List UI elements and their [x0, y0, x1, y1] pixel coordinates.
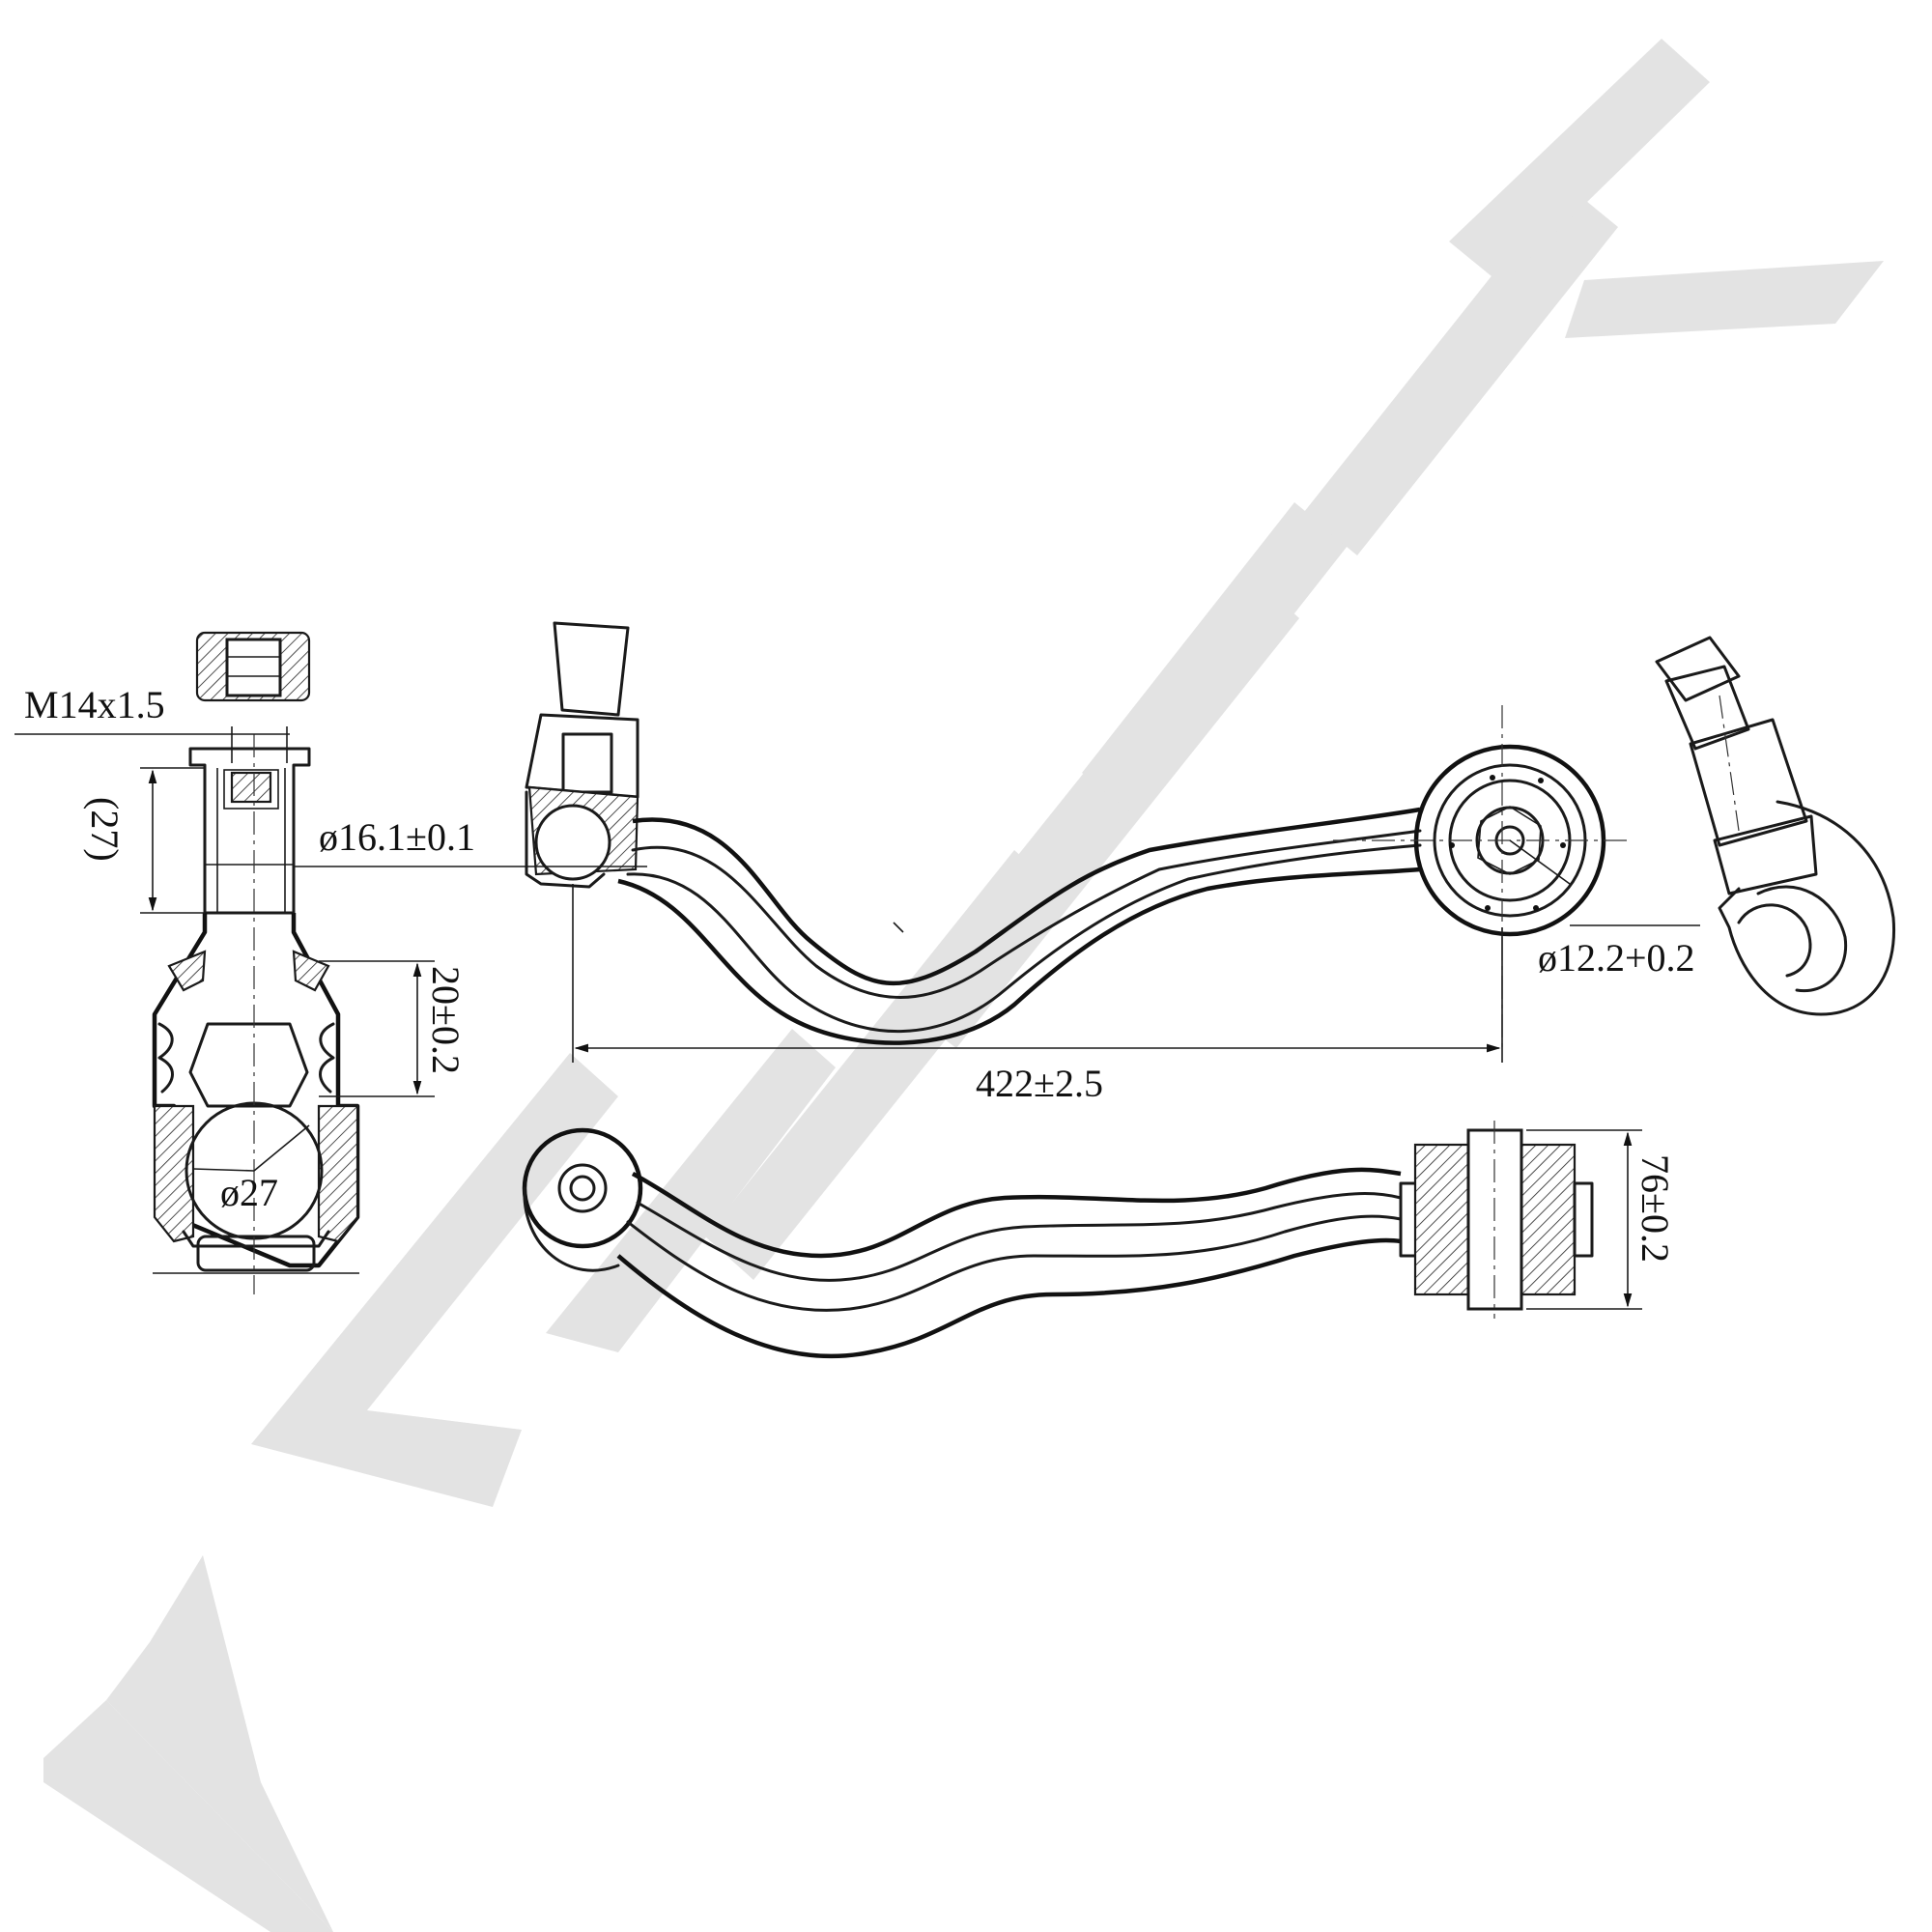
castle-nut: [195, 631, 311, 702]
stud-length-label: (27): [83, 797, 127, 862]
bushing-width-label: 76±0.2: [1634, 1154, 1677, 1263]
stud-shank: [188, 747, 311, 915]
arm-body: [617, 807, 1422, 1045]
bottom-bushing: [1399, 1121, 1594, 1319]
rear-bushing: [1333, 705, 1633, 1048]
housing: [152, 913, 360, 1268]
overall-length-label: 422±2.5: [976, 1062, 1103, 1105]
stud-diameter-label: ø16.1±0.1: [319, 815, 475, 859]
control-arm-side-view: [1655, 636, 1896, 1016]
bottom-ball-eye: [522, 1127, 643, 1272]
bottom-arm-body: [616, 1167, 1403, 1359]
watermark-logo: [43, 39, 1884, 1932]
thread-label: M14x1.5: [24, 683, 165, 726]
control-arm-bottom-view: 76±0.2: [522, 1121, 1677, 1359]
ball-diameter-label: ø27: [220, 1171, 278, 1214]
control-arm-top-view: ø16.1±0.1 ø12.2+0.2: [295, 621, 1700, 1105]
top-stud: [525, 621, 639, 889]
overall-length-dimension: [572, 884, 1503, 1063]
ball: [182, 734, 330, 1294]
thread-dimension: [14, 726, 290, 763]
cone-height-label: 20±0.2: [424, 966, 468, 1074]
stud-length-dimension: [140, 767, 205, 914]
bushing-width-dimension: [1526, 1129, 1642, 1310]
cone-height-dimension: [319, 960, 435, 1097]
ball-joint-section: M14x1.5 (27) 20±0.2 ø27: [14, 631, 468, 1294]
bushing-bore-label: ø12.2+0.2: [1538, 936, 1695, 980]
